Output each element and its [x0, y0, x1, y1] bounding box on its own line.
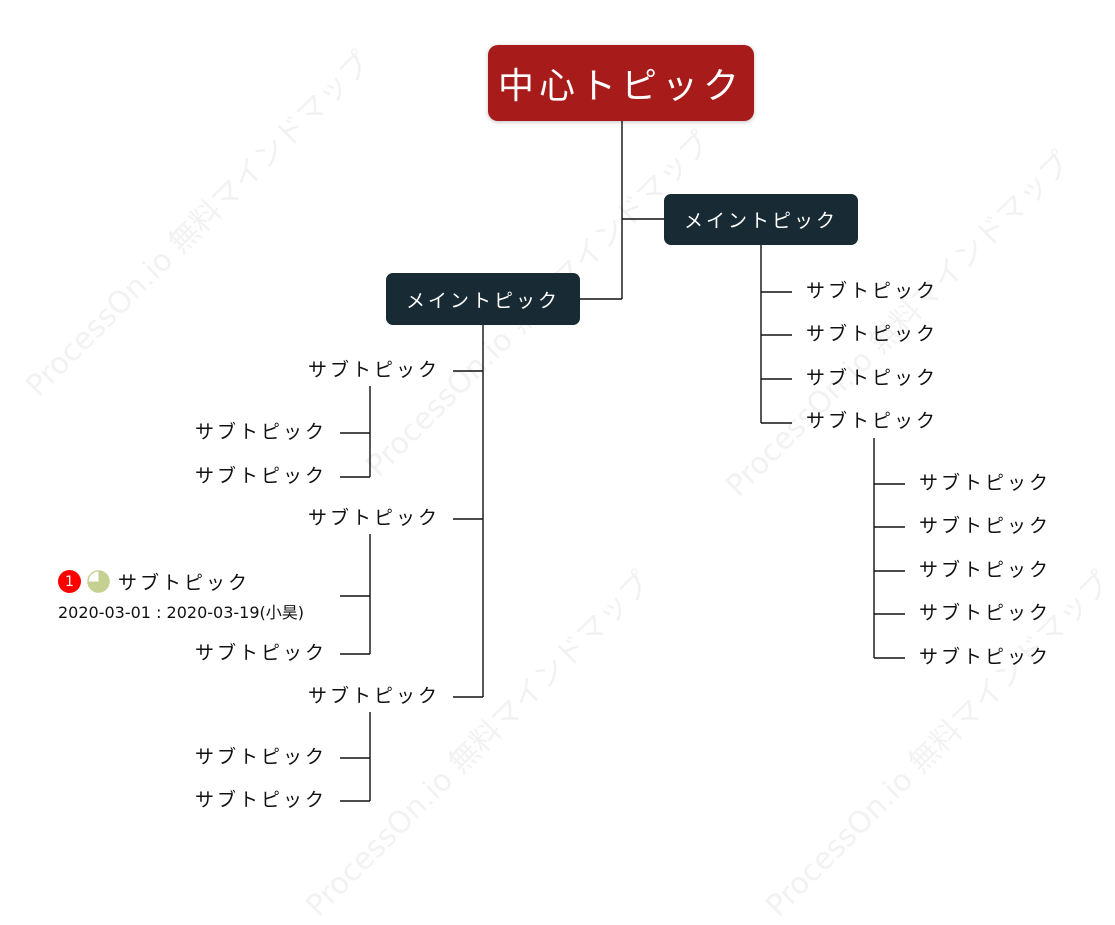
subtopic[interactable]: サブトピック — [194, 421, 327, 443]
main-topic-label: メイントピック — [683, 210, 838, 232]
subtopic[interactable]: サブトピック — [307, 507, 440, 529]
task-row: 1 サブトピック — [58, 568, 358, 595]
connector-lines — [340, 121, 905, 802]
subtopic[interactable]: サブトピック — [194, 465, 327, 487]
subtopic[interactable]: サブトピック — [806, 367, 939, 389]
priority-badge: 1 — [58, 570, 81, 593]
subtopic[interactable]: サブトピック — [919, 472, 1052, 494]
priority-number: 1 — [65, 573, 74, 590]
progress-pie-slice — [87, 570, 110, 593]
subtopic[interactable]: サブトピック — [194, 746, 327, 768]
subtopic[interactable]: サブトピック — [919, 602, 1052, 624]
subtopic[interactable]: サブトピック — [806, 410, 939, 432]
main-topic-left[interactable]: メイントピック — [386, 273, 580, 325]
central-topic-label: 中心トピック — [497, 66, 744, 107]
progress-pie-icon — [87, 570, 110, 593]
central-topic[interactable]: 中心トピック — [488, 45, 754, 121]
main-topic-right[interactable]: メイントピック — [664, 194, 858, 245]
subtopic-label: サブトピック — [118, 572, 251, 594]
subtopic[interactable]: サブトピック — [919, 646, 1052, 668]
subtopic[interactable]: サブトピック — [806, 280, 939, 302]
subtopic[interactable]: サブトピック — [919, 559, 1052, 581]
mindmap-canvas: ProcessOn.io 無料マインドマップ ProcessOn.io 無料マイ… — [19, 45, 1115, 924]
subtopic[interactable]: サブトピック — [307, 359, 440, 381]
subtopic[interactable]: サブトピック — [194, 789, 327, 811]
subtopic[interactable]: サブトピック — [919, 515, 1052, 537]
subtopic-with-task[interactable]: 1 サブトピック 2020-03-01 : 2020-03-19(小昊) — [58, 568, 358, 623]
task-date-range: 2020-03-01 : 2020-03-19(小昊) — [58, 603, 305, 622]
subtopic[interactable]: サブトピック — [194, 642, 327, 664]
main-topic-label: メイントピック — [405, 289, 560, 312]
subtopic[interactable]: サブトピック — [806, 323, 939, 345]
subtopic[interactable]: サブトピック — [307, 685, 440, 707]
